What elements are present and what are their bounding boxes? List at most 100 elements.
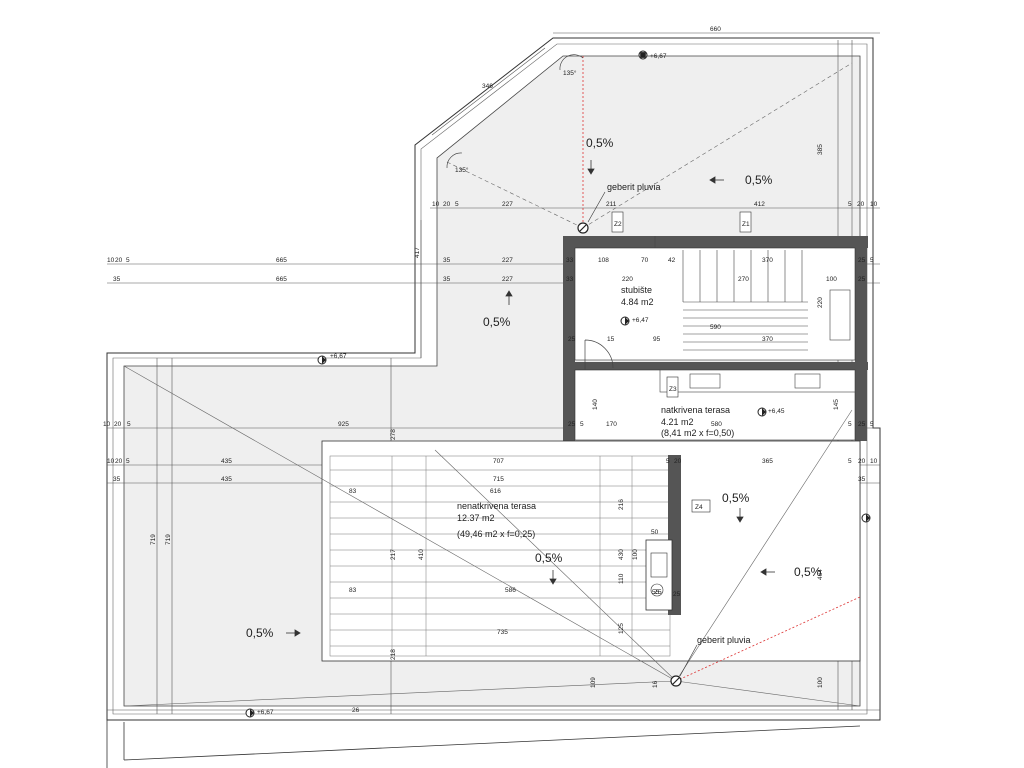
dim-label: 10 bbox=[870, 458, 878, 465]
level-marker-icon bbox=[861, 513, 871, 523]
dim-label: 20 bbox=[858, 458, 866, 465]
slope-labels: 0,5% 0,5% 0,5% 0,5% 0,5% 0,5% 0,5% bbox=[246, 136, 822, 640]
dim-label: 10 bbox=[103, 421, 111, 428]
dim-label: 719 bbox=[150, 534, 157, 545]
dim-label: 5 bbox=[127, 421, 131, 428]
dim-label: 211 bbox=[606, 201, 617, 208]
dim-label: 35 bbox=[858, 476, 866, 483]
tag-z1: Z1 bbox=[739, 211, 752, 233]
dimension-labels: 660 346 10 20 5 227 211 412 5 20 10 10 2… bbox=[103, 26, 878, 714]
dim-label: 110 bbox=[618, 573, 625, 584]
dim-label: 586 bbox=[505, 587, 516, 594]
dim-label: 5 bbox=[126, 257, 130, 264]
slope-label: 0,5% bbox=[483, 315, 511, 329]
drain-label: geberit pluvia bbox=[697, 635, 751, 645]
dim-label: 430 bbox=[618, 549, 625, 560]
dim-label: 100 bbox=[817, 677, 824, 688]
dim-label: 50 bbox=[651, 529, 659, 536]
uncovered-terrace bbox=[321, 440, 861, 662]
dim-label: 220 bbox=[817, 297, 824, 308]
dim-label: 140 bbox=[592, 399, 599, 410]
dim-label: 5 bbox=[580, 421, 584, 428]
tag-z5: Z5 bbox=[654, 589, 662, 596]
wall-tags: Z1 Z2 Z3 Z4 Z5 bbox=[611, 211, 752, 596]
dim-label: 216 bbox=[618, 499, 625, 510]
dim-label: 665 bbox=[276, 257, 287, 264]
tag-z3: Z3 bbox=[666, 376, 679, 398]
dim-label: 346 bbox=[482, 83, 493, 90]
dim-label: 108 bbox=[598, 257, 609, 264]
dim-label: 33 bbox=[566, 257, 574, 264]
level-marker-icon bbox=[638, 50, 648, 60]
dim-label: 5 bbox=[126, 458, 130, 465]
drain-label: geberit pluvia bbox=[607, 182, 661, 192]
svg-text:Z1: Z1 bbox=[742, 221, 750, 228]
level-marker-icon bbox=[757, 407, 767, 417]
dim-label: 270 bbox=[738, 276, 749, 283]
drain-symbols bbox=[577, 222, 682, 687]
dim-label: 435 bbox=[221, 458, 232, 465]
dim-label: 20 bbox=[443, 201, 451, 208]
dim-label: 365 bbox=[762, 458, 773, 465]
dim-label: 10 bbox=[870, 201, 878, 208]
dim-label: 10 bbox=[107, 257, 115, 264]
room-calc-natkrivena: (8,41 m2 x f=0,50) bbox=[661, 428, 734, 438]
dim-label: 385 bbox=[817, 144, 824, 155]
level-label: +6,67 bbox=[330, 353, 347, 360]
dim-label: 217 bbox=[390, 549, 397, 560]
dim-label: 370 bbox=[762, 336, 773, 343]
stair-treads bbox=[654, 236, 808, 351]
dim-label: 20 bbox=[674, 458, 682, 465]
drain-lines bbox=[582, 56, 861, 682]
arrow-right-icon bbox=[286, 629, 301, 637]
dim-label: 70 bbox=[641, 257, 649, 264]
dim-label: 25 bbox=[568, 421, 576, 428]
dim-label: 5 bbox=[870, 421, 874, 428]
dim-label: 719 bbox=[165, 534, 172, 545]
dim-label: 25 bbox=[673, 591, 681, 598]
room-name-stubiste: stubište bbox=[621, 285, 652, 295]
slope-label: 0,5% bbox=[246, 626, 274, 640]
dim-label: 25 bbox=[858, 257, 866, 264]
dim-label: 10 bbox=[432, 201, 440, 208]
dim-label: 435 bbox=[221, 476, 232, 483]
dim-label: 16 bbox=[652, 680, 659, 688]
room-labels: stubište 4.84 m2 natkrivena terasa 4.21 … bbox=[457, 285, 734, 539]
terrace-deck-lines bbox=[330, 456, 670, 656]
dim-label: 412 bbox=[754, 201, 765, 208]
room-name-nenatkrivena: nenatkrivena terasa bbox=[457, 501, 536, 511]
arrow-down-icon bbox=[736, 508, 744, 523]
room-calc-nenatkrivena: (49,46 m2 x f=0,25) bbox=[457, 529, 535, 539]
dim-label: 83 bbox=[349, 587, 357, 594]
room-name-natkrivena: natkrivena terasa bbox=[661, 405, 730, 415]
dim-label: 35 bbox=[443, 257, 451, 264]
dim-label: 125 bbox=[618, 623, 625, 634]
slope-label: 0,5% bbox=[586, 136, 614, 150]
dim-label: 590 bbox=[710, 324, 721, 331]
svg-text:Z4: Z4 bbox=[695, 504, 703, 511]
dim-label: 715 bbox=[493, 476, 504, 483]
tag-z2: Z2 bbox=[611, 211, 624, 233]
dim-label: 33 bbox=[566, 276, 574, 283]
slope-label: 0,5% bbox=[745, 173, 773, 187]
dim-label: 20 bbox=[115, 458, 123, 465]
drain-icon bbox=[670, 675, 682, 687]
dim-label: 35 bbox=[443, 276, 451, 283]
level-labels: +6,67 +6,67 +6,47 +6,45 +6,67 bbox=[257, 53, 785, 716]
dim-label: 580 bbox=[711, 421, 722, 428]
angle-label: 135° bbox=[563, 69, 577, 77]
dim-label: 660 bbox=[710, 26, 721, 33]
stair-core bbox=[563, 236, 868, 441]
arrow-up-icon bbox=[505, 290, 513, 305]
dim-label: 5 bbox=[848, 458, 852, 465]
arrow-down-icon bbox=[549, 570, 557, 585]
angle-labels: 135° 135° bbox=[446, 54, 584, 174]
level-markers bbox=[245, 50, 871, 718]
dim-label: 464 bbox=[817, 569, 824, 580]
slope-arrows bbox=[286, 160, 775, 637]
room-area-nenatkrivena: 12.37 m2 bbox=[457, 513, 495, 523]
dim-label: 95 bbox=[653, 336, 661, 343]
dim-label: 735 bbox=[497, 629, 508, 636]
arrow-left-icon bbox=[709, 176, 724, 184]
